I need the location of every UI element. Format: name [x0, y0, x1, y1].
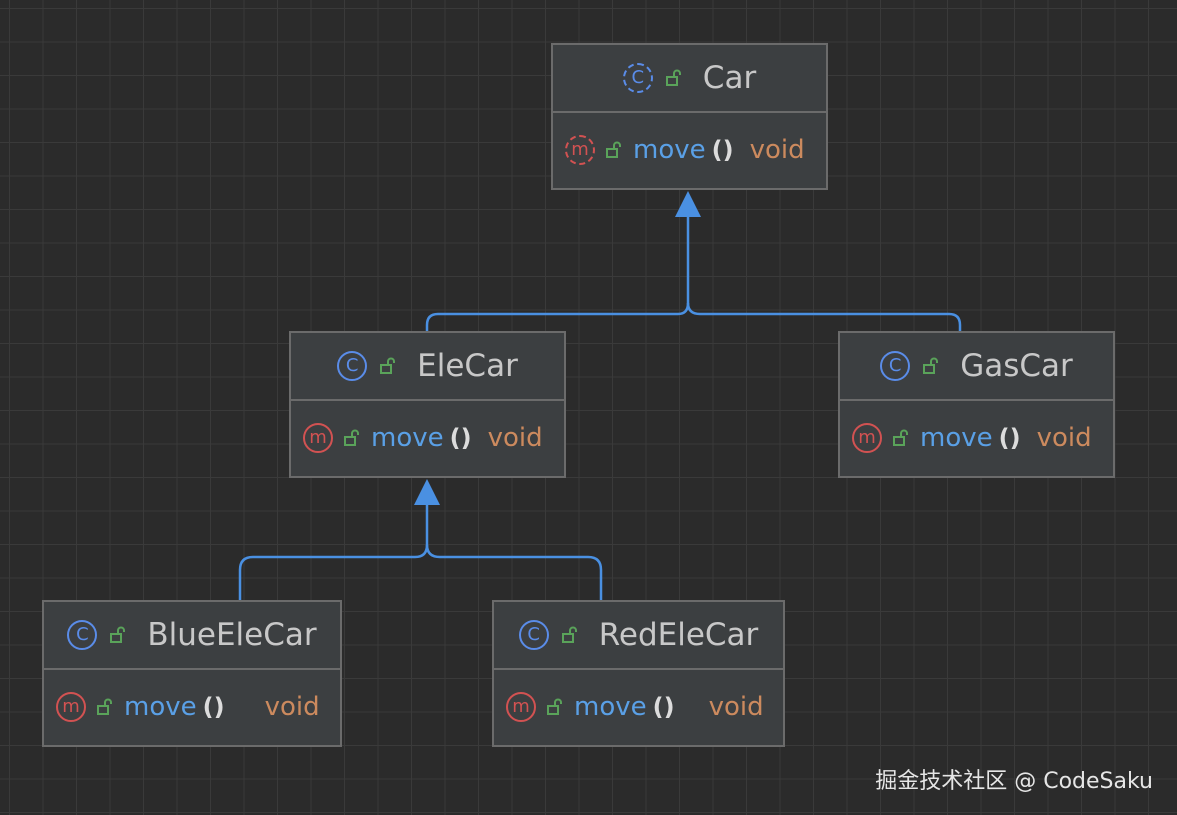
method-row[interactable]: m move () void [291, 401, 564, 475]
class-icon: C [622, 63, 653, 93]
unlock-icon [605, 141, 623, 159]
class-icon: C [880, 351, 911, 381]
method-parens: () [202, 693, 225, 721]
method-return-type: void [264, 692, 320, 722]
method-name: move [371, 423, 444, 453]
unlock-icon [665, 69, 683, 87]
edge-redelecar-to-elecar [425, 544, 603, 601]
class-name: EleCar [417, 348, 518, 384]
method-parens: () [449, 424, 472, 452]
class-header: C RedEleCar [494, 602, 783, 670]
unlock-icon [379, 357, 397, 375]
unlock-icon [892, 429, 910, 447]
unlock-icon [109, 626, 127, 644]
class-name: GasCar [960, 348, 1073, 384]
method-parens: () [711, 136, 734, 164]
method-name: move [574, 692, 647, 722]
method-icon: m [506, 692, 536, 722]
method-name: move [920, 423, 993, 453]
method-return-type: void [708, 692, 764, 722]
class-name: RedEleCar [598, 617, 759, 653]
class-icon: C [337, 351, 368, 381]
method-icon: m [303, 423, 333, 453]
class-header: C Car [553, 45, 826, 113]
unlock-icon [343, 429, 361, 447]
method-row[interactable]: m move () void [494, 670, 783, 744]
method-return-type: void [487, 423, 543, 453]
class-node-gascar[interactable]: C GasCar m move () void [838, 331, 1115, 478]
method-parens: () [652, 693, 675, 721]
class-name: BlueEleCar [147, 617, 317, 653]
method-row[interactable]: m move () void [553, 113, 826, 187]
class-icon: C [518, 620, 549, 650]
inheritance-arrowhead-elecar [414, 479, 440, 505]
class-header: C BlueEleCar [44, 602, 340, 670]
edge-elecar-to-car [425, 215, 690, 332]
method-icon: m [56, 692, 86, 722]
method-row[interactable]: m move () void [840, 401, 1113, 475]
class-icon: C [67, 620, 98, 650]
unlock-icon [561, 626, 579, 644]
method-return-type: void [1036, 423, 1092, 453]
class-header: C EleCar [291, 333, 564, 401]
unlock-icon [922, 357, 940, 375]
watermark: 掘金技术社区 @ CodeSaku [875, 769, 1153, 794]
class-node-elecar[interactable]: C EleCar m move () void [289, 331, 566, 478]
method-name: move [633, 135, 706, 165]
unlock-icon [546, 698, 564, 716]
method-row[interactable]: m move () void [44, 670, 340, 744]
method-icon: m [565, 135, 595, 165]
method-name: move [124, 692, 197, 722]
method-return-type: void [749, 135, 805, 165]
unlock-icon [96, 698, 114, 716]
edge-blueelecar-to-elecar [238, 503, 429, 601]
method-parens: () [998, 424, 1021, 452]
class-node-car[interactable]: C Car m move () void [551, 43, 828, 190]
method-icon: m [852, 423, 882, 453]
class-name: Car [702, 60, 757, 96]
class-node-redelecar[interactable]: C RedEleCar m move () void [492, 600, 785, 747]
edge-gascar-to-car [686, 302, 962, 332]
class-header: C GasCar [840, 333, 1113, 401]
class-node-blueelecar[interactable]: C BlueEleCar m move () void [42, 600, 342, 747]
inheritance-arrowhead-car [675, 191, 701, 217]
